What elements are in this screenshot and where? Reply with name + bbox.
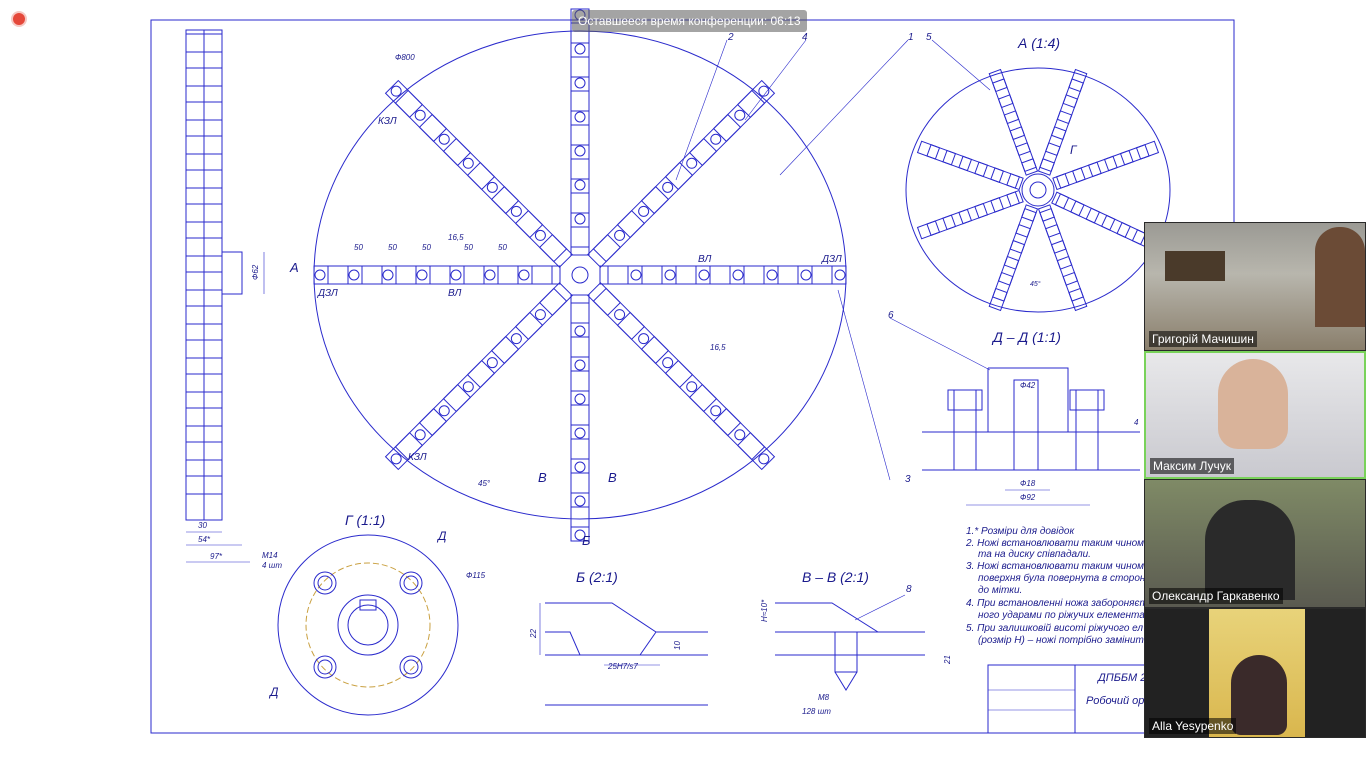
callout-1: 1: [908, 32, 914, 43]
dim-vv-h: Н≈10*: [760, 599, 769, 622]
participant-name: Олександр Гаркавенко: [1149, 588, 1283, 604]
blade-label-kzl: КЗЛ: [378, 116, 397, 127]
recording-indicator-icon: [13, 13, 25, 25]
participant-silhouette: [1231, 655, 1287, 735]
note-line-9: 5. При залишковій висоті ріжучого ел: [966, 623, 1143, 634]
dim-50-c: 50: [422, 243, 431, 252]
note-line-7: 4. При встановленні ножа забороняєт: [966, 597, 1148, 609]
mark-g: Г: [1070, 143, 1078, 157]
note-line-6: до мітки.: [978, 585, 1022, 596]
participant-video-1[interactable]: Григорій Мачишин: [1144, 222, 1366, 351]
view-g-title: Г (1:1): [345, 512, 385, 528]
callout-5: 5: [926, 32, 932, 43]
blade-label-vl: ВЛ: [448, 288, 461, 299]
callout-8: 8: [906, 584, 912, 595]
participant-silhouette: [1218, 359, 1288, 449]
dim-50-b: 50: [388, 243, 397, 252]
note-line-2: 2. Ножі встановлювати таким чином,: [965, 538, 1147, 549]
cut-v1: В: [538, 470, 547, 485]
conference-timer: Оставшееся время конференции: 06:13: [572, 10, 807, 32]
callout-2: 2: [727, 32, 734, 43]
blade-label-dzl-2: ДЗЛ: [821, 254, 842, 265]
dim-m14-qty: 4 шт: [262, 561, 282, 570]
note-line-1: 1.* Розміри для довідок: [966, 526, 1075, 537]
section-dd-title: Д – Д (1:1): [991, 329, 1061, 345]
callout-4: 4: [802, 32, 808, 43]
section-vv-title: В – В (2:1): [802, 569, 869, 585]
dim-vv-21: 21: [943, 655, 952, 665]
dim-angle-45: 45°: [478, 479, 491, 488]
dim-30: 30: [198, 521, 207, 530]
note-line-8: ного ударами по ріжучих елемента: [978, 610, 1145, 621]
dim-d62: Ф62: [251, 264, 260, 280]
dim-d92: Ф92: [1020, 493, 1036, 502]
participant-silhouette: [1205, 500, 1295, 600]
cut-d1: Д: [436, 529, 447, 543]
dim-50-e: 50: [498, 243, 507, 252]
dim-d800: Ф800: [395, 53, 415, 62]
callout-3: 3: [905, 474, 911, 485]
dim-angle-45-b: 45°: [1030, 280, 1041, 288]
dim-97: 97*: [210, 552, 223, 561]
note-line-10: (розмір Н) – ножі потрібно замінит: [978, 634, 1144, 646]
title-block-code: ДПББМ 2: [1096, 672, 1146, 684]
participant-name: Максим Лучук: [1150, 458, 1234, 474]
blade-label-dzl: ДЗЛ: [317, 288, 338, 299]
dim-d115: Ф115: [466, 571, 486, 580]
blade-label-vl-2: ВЛ: [698, 254, 711, 265]
dim-54: 54*: [198, 535, 211, 544]
participant-video-4[interactable]: Alla Yesypenko: [1144, 608, 1366, 738]
participant-silhouette: [1315, 227, 1365, 327]
dim-50-a: 50: [354, 243, 363, 252]
cut-d2: Д: [268, 685, 279, 699]
note-line-5: поверхня була повернута в сторон: [978, 572, 1146, 584]
dim-b-10: 10: [673, 641, 682, 650]
dim-50-d: 50: [464, 243, 473, 252]
section-b-title: Б (2:1): [576, 569, 618, 585]
dim-d42: Ф42: [1020, 381, 1036, 390]
dim-d18: Ф18: [1020, 479, 1036, 488]
dim-b-fit: 25H7/s7: [607, 662, 638, 671]
dim-m14: М14: [262, 551, 278, 560]
dim-m8-qty: 128 шт: [802, 707, 831, 716]
participant-video-3[interactable]: Олександр Гаркавенко: [1144, 479, 1366, 608]
arrow-a: А: [289, 260, 299, 275]
title-block-name: Робочий орг: [1086, 695, 1150, 707]
cut-v2: В: [608, 470, 617, 485]
participant-video-2[interactable]: Максим Лучук: [1144, 351, 1366, 479]
participant-name: Григорій Мачишин: [1149, 331, 1257, 347]
dim-16-5-b: 16,5: [710, 343, 726, 352]
blade-label-kzl-2: КЗЛ: [408, 452, 427, 463]
dim-m8: М8: [818, 693, 830, 702]
dim-16-5: 16,5: [448, 233, 464, 242]
arrow-b: Б: [582, 533, 591, 548]
dim-b-22: 22: [529, 629, 538, 639]
note-line-3: та на диску співпадали.: [978, 549, 1091, 560]
callout-6: 6: [888, 310, 894, 321]
participant-name: Alla Yesypenko: [1149, 718, 1237, 734]
wall-board: [1165, 251, 1225, 281]
note-line-4: 3. Ножі встановлювати таким чином,: [966, 561, 1147, 572]
dim-dd-4: 4: [1134, 418, 1139, 427]
drawing-notes: 1.* Розміри для довідок 2. Ножі встановл…: [965, 526, 1150, 707]
view-a-title: А (1:4): [1017, 35, 1060, 51]
